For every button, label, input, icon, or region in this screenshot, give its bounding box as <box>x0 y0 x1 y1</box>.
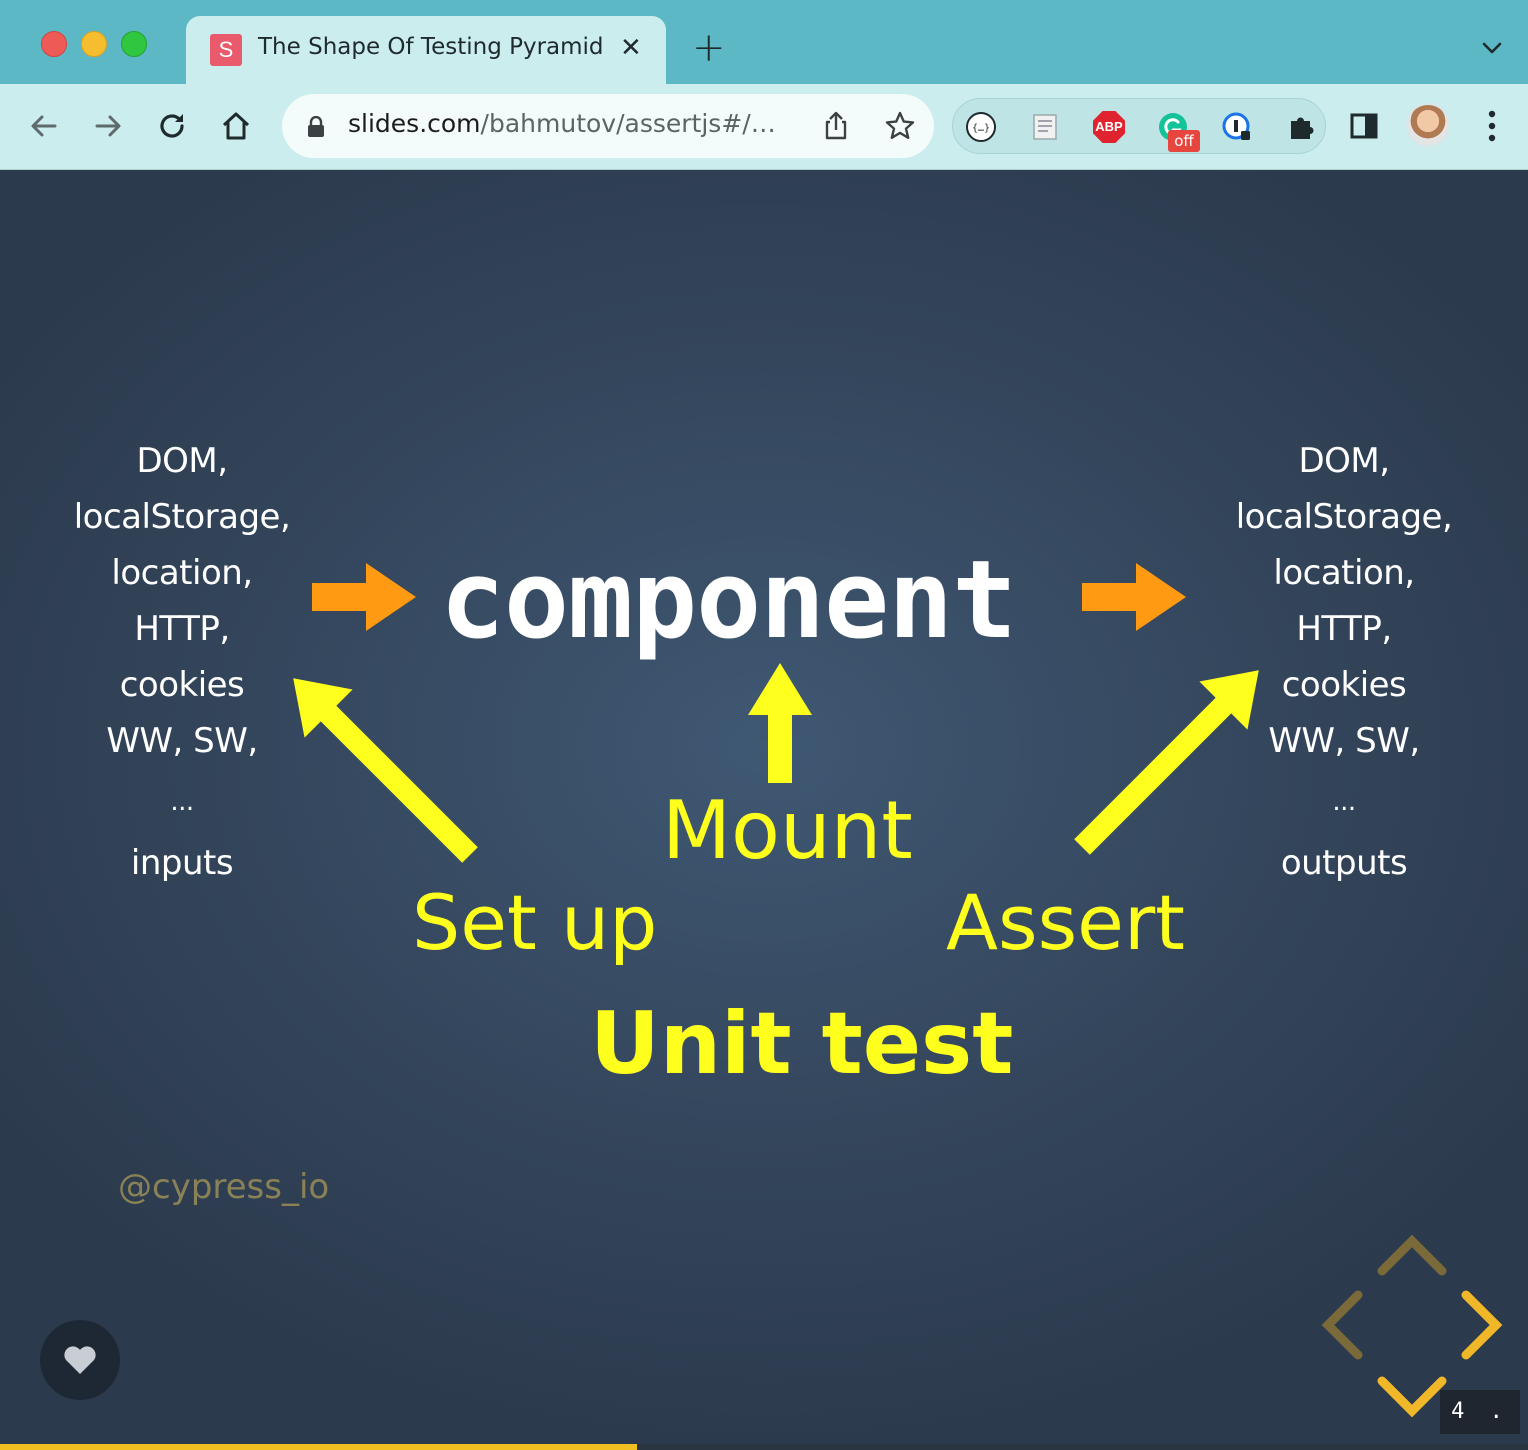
new-tab-button[interactable]: + <box>692 25 726 71</box>
adblock-plus-icon[interactable]: ABP <box>1093 111 1125 143</box>
outputs-item: location, <box>1273 553 1415 593</box>
reload-icon <box>160 114 184 138</box>
nav-down-icon <box>1377 1376 1447 1418</box>
tab-strip: S The Shape Of Testing Pyramid ✕ + <box>0 0 1528 84</box>
nav-up-icon <box>1377 1234 1447 1276</box>
back-button[interactable] <box>22 104 66 148</box>
profile-avatar[interactable] <box>1406 103 1450 147</box>
slides-favicon-icon: S <box>210 34 242 66</box>
reload-button[interactable] <box>150 104 194 148</box>
bookmark-star-icon[interactable] <box>884 110 916 142</box>
mount-arrow-icon <box>748 663 812 783</box>
arrow-left-icon <box>31 115 57 137</box>
inputs-item: location, <box>111 553 253 593</box>
address-bar[interactable]: slides.com/bahmutov/assertjs#/… <box>282 94 934 158</box>
maximize-window-button[interactable] <box>121 31 147 57</box>
nav-left-icon <box>1321 1290 1363 1360</box>
nav-right-icon <box>1461 1290 1503 1360</box>
outputs-item: outputs <box>1280 843 1408 883</box>
inputs-item: HTTP, <box>134 609 230 649</box>
share-icon[interactable] <box>820 110 852 142</box>
inputs-item: cookies <box>119 665 245 705</box>
close-window-button[interactable] <box>41 31 67 57</box>
forward-button[interactable] <box>86 104 130 148</box>
twitter-handle: @cypress_io <box>118 1167 330 1207</box>
lock-icon <box>308 116 324 137</box>
setup-label: Set up <box>412 878 658 967</box>
extensions-puzzle-icon[interactable] <box>1285 111 1317 143</box>
outputs-item: DOM, <box>1298 441 1390 481</box>
home-icon <box>222 112 250 140</box>
more-menu-icon[interactable] <box>1480 106 1504 146</box>
inputs-item: inputs <box>130 843 234 883</box>
assert-arrow-icon <box>1074 670 1259 855</box>
outputs-item: localStorage, <box>1235 497 1453 537</box>
orange-arrow-left-icon <box>312 563 416 631</box>
orange-arrow-right-icon <box>1082 563 1186 631</box>
mount-label: Mount <box>662 784 913 877</box>
assert-label: Assert <box>946 878 1185 967</box>
outputs-item: cookies <box>1281 665 1407 705</box>
url-path: /bahmutov/assertjs#/… <box>480 109 776 138</box>
inputs-item: localStorage, <box>73 497 291 537</box>
heart-icon <box>64 1346 96 1374</box>
slide-number: 4 . 2 <box>1440 1390 1520 1450</box>
password-manager-icon[interactable] <box>1221 111 1253 143</box>
minimize-window-button[interactable] <box>81 31 107 57</box>
inputs-item: WW, SW, <box>106 721 258 761</box>
slide-viewport: DOM, localStorage, location, HTTP, cooki… <box>0 171 1528 1450</box>
grammarly-off-badge: off <box>1168 130 1200 152</box>
slide-arrows <box>293 563 1259 863</box>
json-viewer-icon[interactable]: {…} <box>965 111 997 143</box>
tab-close-icon[interactable]: ✕ <box>620 33 642 63</box>
chevron-down-icon[interactable] <box>1478 34 1506 62</box>
progress-bar <box>0 1444 1528 1450</box>
slide-title: Unit test <box>590 994 1014 1094</box>
browser-toolbar: slides.com/bahmutov/assertjs#/… {…} ABP <box>0 84 1528 170</box>
browser-tab-active[interactable]: S The Shape Of Testing Pyramid ✕ <box>186 16 666 84</box>
arrow-right-icon <box>95 115 121 137</box>
setup-arrow-icon <box>293 678 478 863</box>
inputs-list: DOM, localStorage, location, HTTP, cooki… <box>32 433 332 891</box>
like-button[interactable] <box>40 1320 120 1400</box>
side-panel-icon[interactable] <box>1348 110 1380 142</box>
url-host: slides.com <box>348 109 481 138</box>
outputs-list: DOM, localStorage, location, HTTP, cooki… <box>1194 433 1494 891</box>
home-button[interactable] <box>214 104 258 148</box>
inputs-item: ... <box>170 787 194 817</box>
component-heading: component <box>440 538 1017 663</box>
outputs-item: HTTP, <box>1296 609 1392 649</box>
note-extension-icon[interactable] <box>1029 111 1061 143</box>
progress-bar-fill <box>0 1444 638 1450</box>
extensions-bar: {…} ABP <box>952 98 1326 154</box>
slide-navigation-controls <box>1321 1234 1503 1418</box>
tab-title: The Shape Of Testing Pyramid <box>258 34 604 60</box>
url-text[interactable]: slides.com/bahmutov/assertjs#/… <box>348 109 776 138</box>
outputs-item: WW, SW, <box>1268 721 1420 761</box>
inputs-item: DOM, <box>136 441 228 481</box>
svg-text:{…}: {…} <box>972 123 990 134</box>
outputs-item: ... <box>1332 787 1356 817</box>
